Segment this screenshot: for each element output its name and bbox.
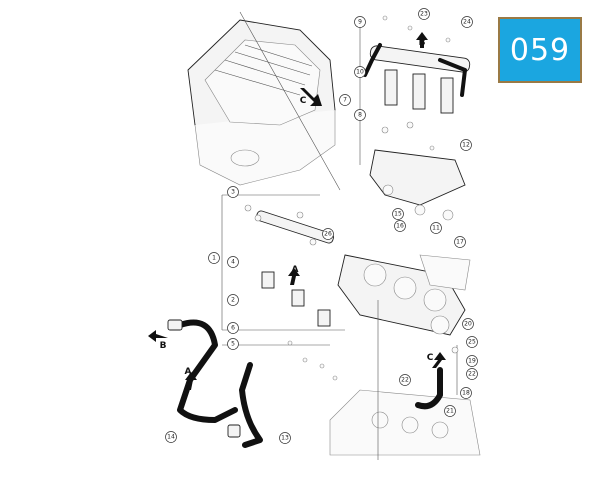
svg-text:19: 19 [468,358,476,365]
callout-20: 20 [462,318,474,330]
svg-text:25: 25 [468,339,476,346]
callout-24: 24 [461,16,473,28]
svg-text:14: 14 [167,434,175,441]
letter-b-upper: B [419,38,426,48]
letter-a-upper: A [292,265,299,275]
callout-19: 19 [466,355,478,367]
callout-17: 17 [454,236,466,248]
engine-block [329,389,481,456]
callout-13: 13 [279,432,291,444]
callout-1: 1 [208,252,220,264]
svg-text:24: 24 [463,19,471,26]
callout-22-lower: 22 [399,374,411,386]
callout-5: 5 [227,338,239,350]
direction-arrows [148,32,446,390]
svg-text:22: 22 [468,371,476,378]
callout-3: 3 [227,186,239,198]
callout-11: 11 [430,222,442,234]
svg-text:17: 17 [456,239,464,246]
letter-b-lower: B [160,341,167,351]
callout-9: 9 [354,16,366,28]
svg-text:18: 18 [462,390,470,397]
svg-text:1: 1 [212,255,216,262]
callout-15: 15 [392,208,404,220]
letter-markers: A A B B C C [160,38,434,377]
diagram-number-label: 059 [509,32,571,68]
svg-text:9: 9 [358,19,362,26]
svg-text:13: 13 [281,435,289,442]
svg-text:2: 2 [231,297,235,304]
svg-text:23: 23 [420,11,428,18]
air-box [187,19,336,186]
callout-22-upper: 22 [466,368,478,380]
svg-text:22: 22 [401,377,409,384]
fuel-hoses [167,319,443,448]
diagram-number-badge: 059 [498,17,582,83]
callout-12: 12 [460,139,472,151]
svg-text:12: 12 [462,142,470,149]
callout-23: 23 [418,8,430,20]
svg-text:26: 26 [324,231,332,238]
fuel-rail-lower [256,210,334,327]
svg-text:5: 5 [231,341,235,348]
callout-6: 6 [227,322,239,334]
svg-text:6: 6 [231,325,235,332]
svg-text:3: 3 [231,189,235,196]
svg-text:4: 4 [231,259,235,266]
svg-text:20: 20 [464,321,472,328]
letter-a-lower: A [185,367,192,377]
svg-text:10: 10 [356,69,364,76]
svg-text:15: 15 [394,211,402,218]
callout-21: 21 [444,405,456,417]
letter-c-lower: C [427,353,434,363]
callout-25: 25 [466,336,478,348]
callout-10: 10 [354,66,366,78]
callout-8: 8 [354,109,366,121]
svg-text:16: 16 [396,223,404,230]
callout-7: 7 [339,94,351,106]
svg-text:8: 8 [358,112,362,119]
intake-manifold [369,149,466,221]
callouts: 1 2 3 4 5 6 7 8 9 10 11 12 13 14 15 16 1… [165,8,478,444]
callout-18: 18 [460,387,472,399]
svg-text:11: 11 [432,225,440,232]
svg-text:21: 21 [446,408,454,415]
letter-c-upper: C [300,96,307,106]
callout-2: 2 [227,294,239,306]
callout-26: 26 [322,228,334,240]
callout-4: 4 [227,256,239,268]
callout-14: 14 [165,431,177,443]
callout-16: 16 [394,220,406,232]
svg-text:7: 7 [343,97,347,104]
fuel-rail-upper [363,43,471,114]
leader-lines [221,11,458,460]
bracket [419,254,471,291]
